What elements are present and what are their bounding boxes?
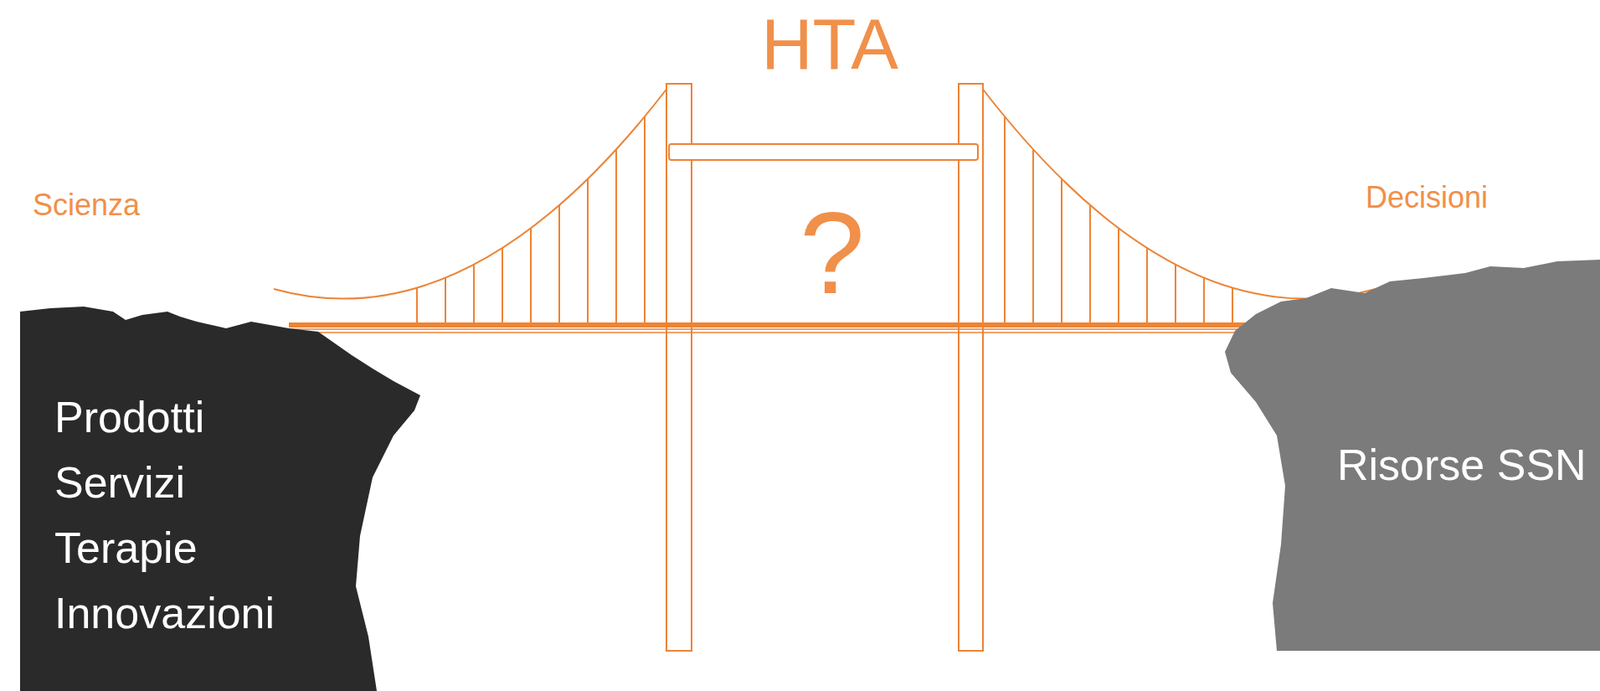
- tower-crossbar: [668, 144, 978, 160]
- suspension-cable: [981, 87, 1376, 299]
- cliff-text: Risorse SSN: [1337, 438, 1587, 491]
- decision-cliff: DecisioniRisorse SSN: [1224, 259, 1600, 651]
- bridge-tower: [958, 83, 983, 651]
- bridge-deck-lower: [288, 329, 1266, 333]
- side-heading: Decisioni: [1365, 182, 1488, 213]
- cliff-list: Prodotti Servizi Terapie Innovazioni: [54, 384, 275, 646]
- bridge-deck: [288, 322, 1266, 328]
- cliff-outline: [20, 306, 421, 691]
- question-mark: ?: [799, 194, 865, 312]
- suspension-cable: [273, 87, 669, 299]
- science-cliff: ScienzaProdotti Servizi Terapie Innovazi…: [20, 306, 421, 691]
- bridge-tower: [666, 83, 692, 651]
- diagram-title: HTA: [761, 8, 899, 80]
- side-heading: Scienza: [32, 190, 140, 221]
- cliff-outline: [1224, 259, 1600, 651]
- hangers: [416, 116, 1233, 325]
